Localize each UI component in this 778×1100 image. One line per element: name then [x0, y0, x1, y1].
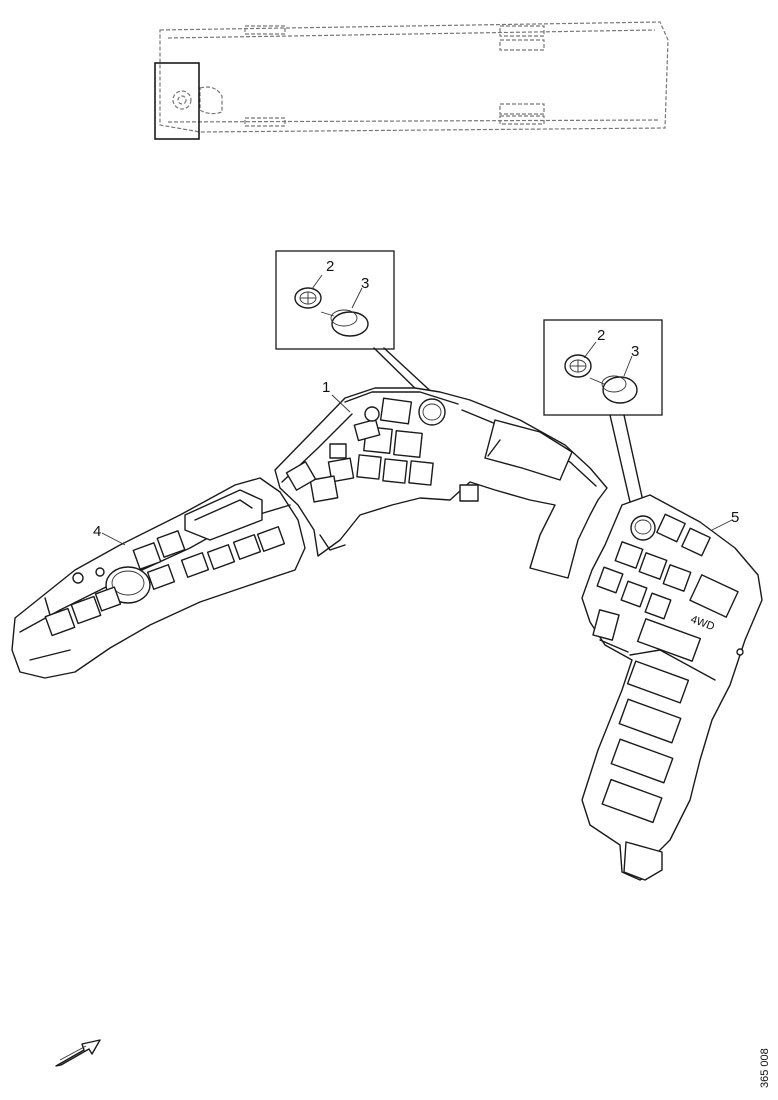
right-side-panel: 4WD	[581, 494, 763, 881]
callout-3-left: 3	[361, 275, 369, 292]
bus-overview	[154, 21, 669, 140]
center-dashboard-panel	[274, 387, 608, 579]
callout-2-left: 2	[326, 258, 334, 275]
callout-2-right: 2	[597, 327, 605, 344]
callout-4: 4	[93, 523, 101, 540]
direction-arrow-icon	[55, 1039, 101, 1067]
callout-3-right: 3	[631, 343, 639, 360]
callout-5: 5	[731, 509, 739, 526]
callout-1: 1	[322, 379, 330, 396]
detail-box-left	[275, 250, 439, 399]
drawing-code: 365 008	[759, 1048, 771, 1088]
left-side-panel	[11, 477, 306, 679]
highlight-frame	[154, 62, 200, 140]
detail-box-right	[543, 319, 663, 516]
